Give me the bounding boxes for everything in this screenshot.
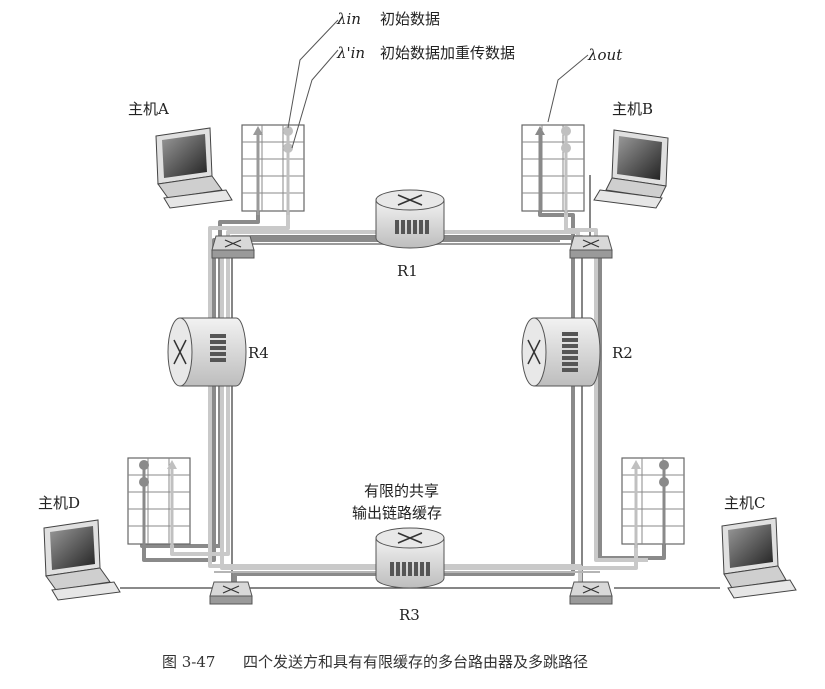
switch-top-left [211,235,255,259]
buffer-table-d [127,457,191,548]
switch-bottom-right [569,581,613,605]
buffer-table-c [621,457,685,548]
host-d-label: 主机D [38,494,80,512]
router-r2 [521,317,601,387]
lambda-in-text: 初始数据 [380,10,440,28]
router-r4-buffer [210,334,226,362]
router-r1 [375,189,445,249]
lambda-in-prime-symbol: λ'in [336,44,365,62]
router-r3-label: R3 [399,606,420,624]
lambda-in-symbol: λin [336,10,361,28]
computer-host-a-icon [155,127,233,209]
router-r4 [167,317,247,387]
host-a-label: 主机A [128,100,169,118]
buffer-label-line1: 有限的共享 [364,482,439,500]
computer-host-d-icon [43,519,121,601]
router-r2-label: R2 [612,344,633,362]
router-r2-buffer [562,332,578,372]
figure-number: 图 3-47 [162,653,215,671]
figure-caption: 四个发送方和具有有限缓存的多台路由器及多跳路径 [243,653,588,671]
lambda-in-prime-text: 初始数据加重传数据 [380,44,515,62]
router-r4-label: R4 [248,344,269,362]
switch-bottom-left [209,581,253,605]
host-c-label: 主机C [724,494,765,512]
switch-top-right [569,235,613,259]
legend: λin 初始数据 λ'in 初始数据加重传数据 λout [336,10,623,64]
buffer-label-line2: 输出链路缓存 [352,504,442,522]
router-r1-buffer [395,220,429,234]
legend-pointers [287,19,589,149]
lambda-out-symbol: λout [587,46,623,64]
host-b-label: 主机B [612,100,653,118]
buffer-table-b [521,124,585,215]
buffer-table-a [241,124,305,215]
router-r3-buffer [390,562,430,576]
computer-host-b-icon [593,129,669,209]
computer-host-c-icon [721,517,797,599]
router-r3 [375,527,445,589]
router-r1-label: R1 [397,262,418,280]
flow-dark-c [244,236,666,560]
